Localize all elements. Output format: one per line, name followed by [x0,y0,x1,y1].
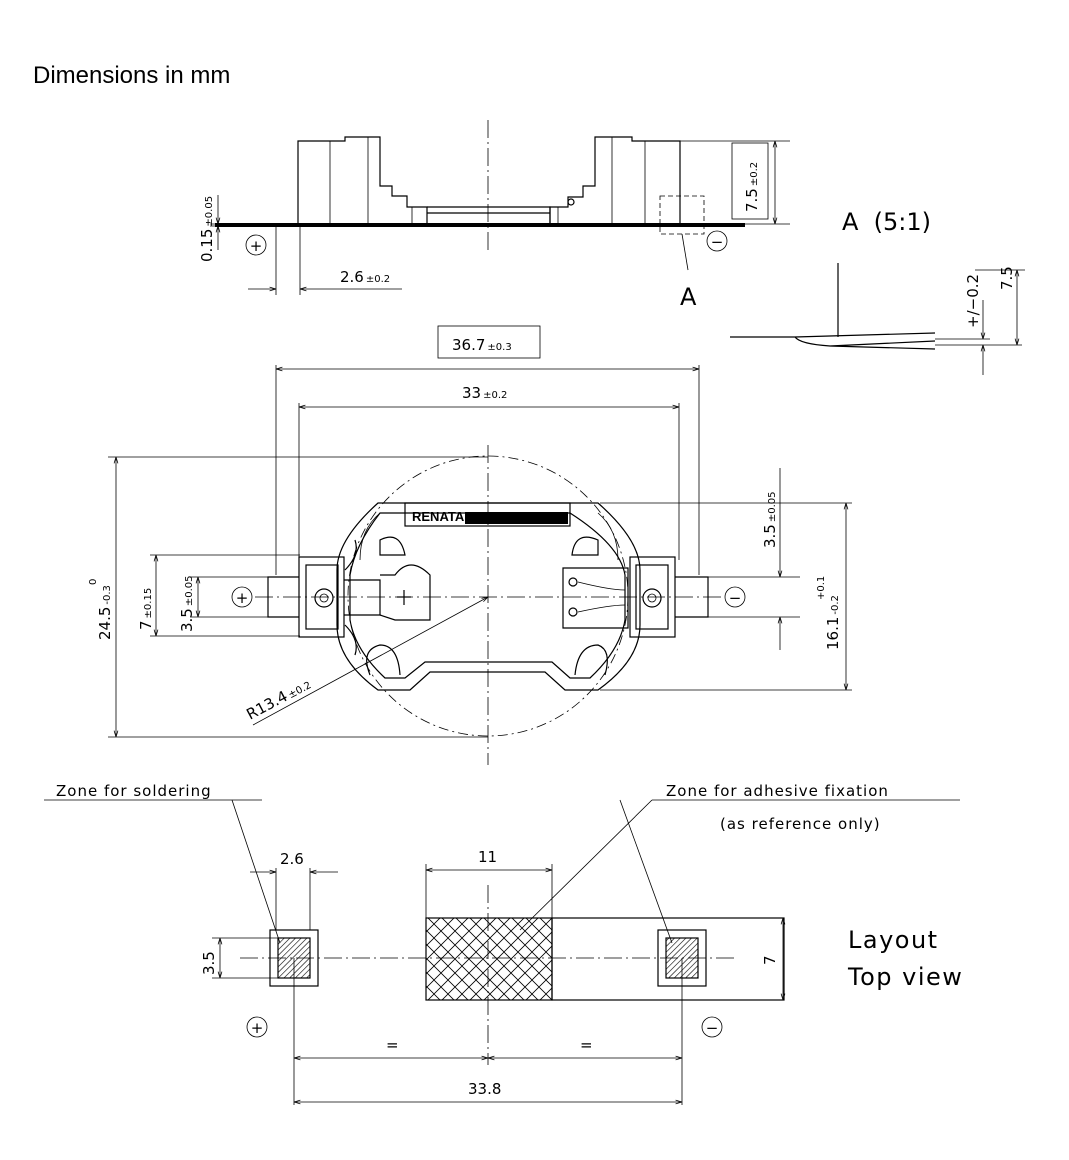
detail-height: 7.5 [998,266,1016,290]
left-pin [267,576,299,618]
radius-dim: R13.4±0.2 [243,675,313,724]
overall-height-upper-tol: 0 [88,579,99,585]
zone-adhesive-label: Zone for adhesive fixation [666,782,889,800]
holder-frame-outer [336,502,641,691]
layout-label-line1: Layout [848,926,939,954]
detail-a-view: A (5:1) +/−0.2 7.5 [730,208,1025,375]
overall-length-dim: 36.7±0.3 [452,336,512,354]
top-clip [404,502,571,527]
layout-label-line2: Top view [847,963,963,991]
brand-label: RENATA [412,509,465,524]
left-rivet [314,588,334,608]
pad-span-dim: 33.8 [468,1080,501,1098]
zone-soldering-label: Zone for soldering [56,782,212,800]
top-minus-symbol: − [729,589,742,607]
side-base-plate [215,223,745,227]
right-rivet [642,588,662,608]
pad-width-dim: 2.6 [280,850,304,868]
side-thickness-dim: 0.15±0.05 [198,196,216,262]
detail-tolerance: +/−0.2 [964,274,982,328]
pad-height-dim: 3.5 [200,951,218,975]
side-plus-symbol: + [250,237,263,255]
pin-span-dim: 33±0.2 [462,384,507,402]
adhesive-height-dim: 7 [761,955,779,965]
side-pin-width-dim: 2.6±0.2 [340,268,390,286]
right-pin [675,576,709,618]
layout-view: Zone for soldering Zone for adhesive fix… [44,782,963,1105]
detail-a-label: A [680,283,697,311]
top-plus-symbol: + [236,589,249,607]
pin-inner-dim: 3.5±0.05 [178,575,196,632]
top-view: RENATA + − [88,325,852,765]
side-view: A + − 7.5±0.2 0.15±0.05 2.6±0.2 [198,120,790,311]
overall-height-dim: 24.5-0.3 [96,585,114,640]
side-height-dim: 7.5±0.2 [743,162,761,212]
detail-a-title: A (5:1) [842,208,931,236]
left-contact [298,556,345,638]
pin-height-dim: 7±0.15 [137,588,155,630]
equal-left-dim: = [386,1036,399,1054]
right-contact [629,556,676,638]
layout-plus-symbol: + [251,1019,264,1037]
adhesive-width-dim: 11 [478,848,497,866]
page-title: Dimensions in mm [33,62,231,89]
layout-minus-symbol: − [706,1019,719,1037]
adhesive-zone [425,917,553,1001]
right-height-dim: 16.1-0.2 [824,595,842,650]
side-minus-symbol: − [711,233,724,251]
side-middle-tray [427,206,551,224]
detail-a-marker [659,195,705,235]
right-pin-dim: 3.5±0.05 [761,491,779,548]
side-left-tower [297,136,428,224]
side-right-tower [549,136,681,224]
top-clip-bar [465,512,568,524]
zone-adhesive-note: (as reference only) [720,815,881,833]
equal-right-dim: = [580,1036,593,1054]
spring-plus-mark [379,564,431,621]
right-height-upper-tol: +0.1 [816,576,827,600]
